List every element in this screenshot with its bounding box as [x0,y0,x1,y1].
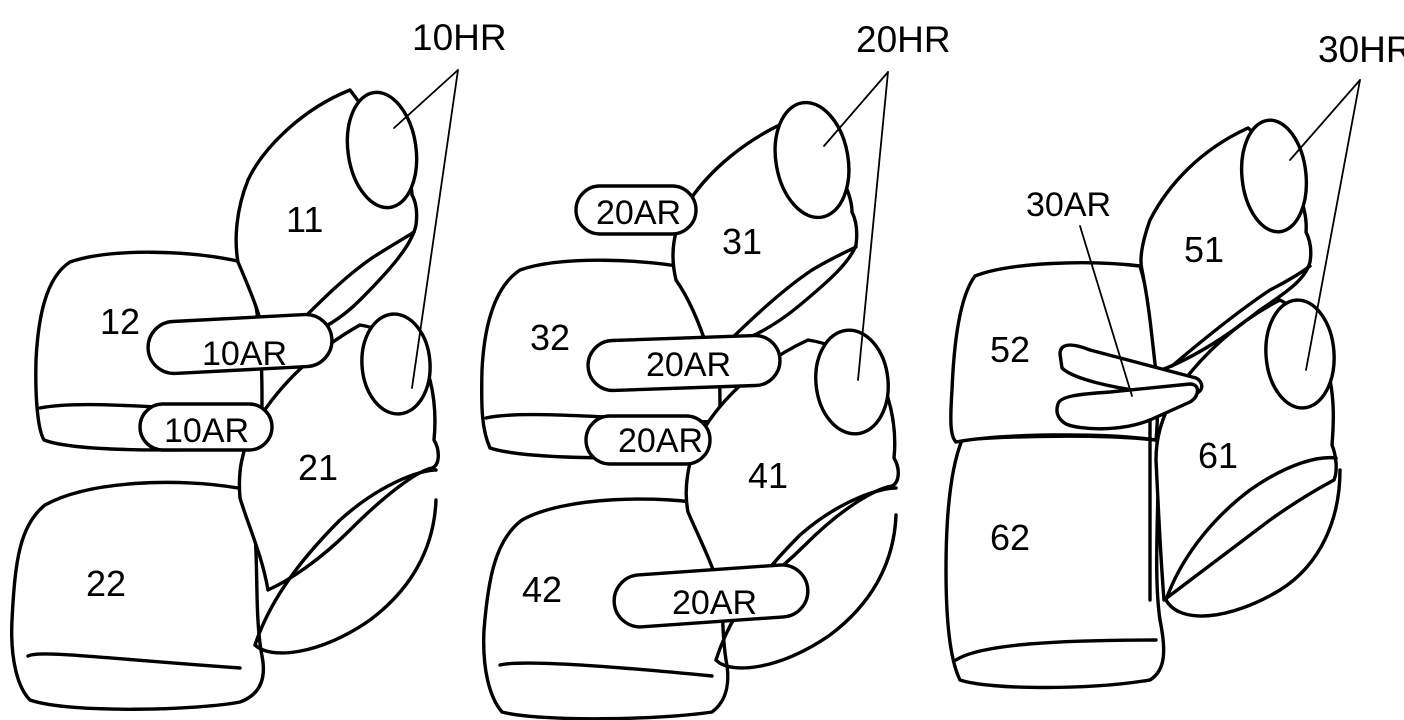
label-30hr: 30HR [1318,29,1404,70]
seat-group-3: 51 52 61 62 30AR 30HR [946,29,1404,688]
leader-10hr-b [412,70,458,388]
label-41: 41 [748,455,788,496]
leader-20hr-b [858,72,888,380]
leader-20hr-a [824,72,888,146]
label-10ar-lower: 10AR [164,412,249,450]
label-20ar-bottom: 20AR [672,584,757,622]
label-20hr: 20HR [856,19,951,60]
seat-22-cushion [12,482,264,709]
label-61: 61 [1198,435,1238,476]
label-20ar-side: 20AR [596,194,681,232]
label-10hr: 10HR [412,17,507,58]
label-12: 12 [100,301,140,342]
label-51: 51 [1184,229,1224,270]
seat-group-2: 31 32 41 42 20AR 20AR 20AR 20AR 20HR [482,19,951,719]
label-21: 21 [298,447,338,488]
label-32: 32 [530,317,570,358]
leader-30hr-b [1306,80,1360,370]
label-20ar-lower: 20AR [618,422,703,460]
seat-group-1: 11 12 21 22 10AR 10AR 10HR [12,17,507,709]
label-42: 42 [522,569,562,610]
label-62: 62 [990,517,1030,558]
label-10ar-upper: 10AR [202,335,287,373]
label-30ar: 30AR [1026,186,1111,224]
leader-30hr-a [1290,80,1360,160]
leader-10hr-a [394,70,458,128]
label-52: 52 [990,329,1030,370]
label-22: 22 [86,563,126,604]
label-31: 31 [722,221,762,262]
label-11: 11 [286,199,323,240]
label-20ar-upper: 20AR [646,346,731,384]
